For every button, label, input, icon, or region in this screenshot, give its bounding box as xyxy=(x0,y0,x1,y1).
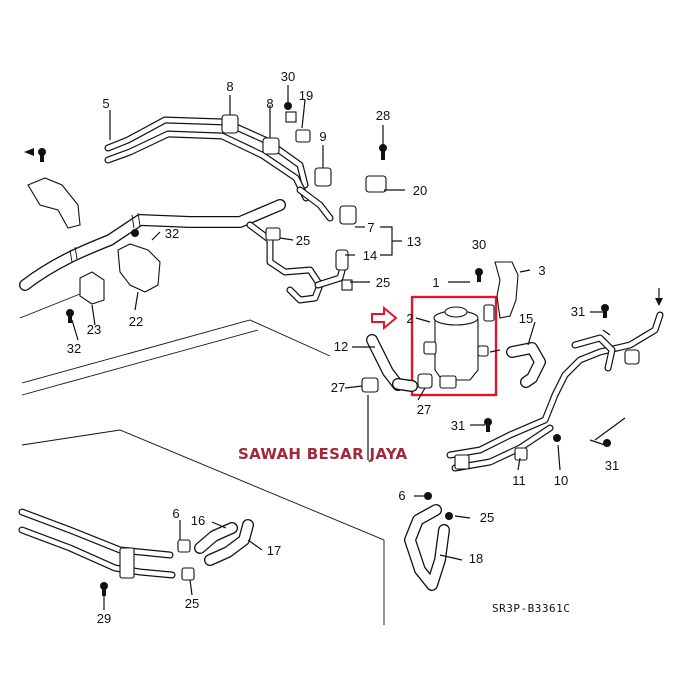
callout-32-mid: 32 xyxy=(165,226,179,241)
callout-3: 3 xyxy=(538,263,545,278)
body-panel-outline xyxy=(19,289,385,625)
callout-1: 1 xyxy=(432,275,439,290)
reservoir-highlight-box xyxy=(410,295,498,397)
callout-19: 19 xyxy=(299,88,313,103)
callout-25-right: 25 xyxy=(480,510,494,525)
callout-25-mid: 25 xyxy=(296,233,310,248)
callout-11: 11 xyxy=(512,473,526,488)
callout-32-left: 32 xyxy=(67,341,81,356)
callout-31-right: 31 xyxy=(571,304,585,319)
callout-7: 7 xyxy=(367,220,374,235)
highlight-arrow-icon xyxy=(371,305,398,331)
callout-27-right: 27 xyxy=(417,402,431,417)
bolts xyxy=(38,102,611,596)
callout-6-lower: 6 xyxy=(172,506,179,521)
leader-arrowheads xyxy=(24,148,663,306)
lower-left-pipes xyxy=(18,508,195,581)
callout-9: 9 xyxy=(319,129,326,144)
callout-13: 13 xyxy=(407,234,421,249)
callout-8-left: 8 xyxy=(226,79,233,94)
callout-22: 22 xyxy=(129,314,143,329)
long-return-hose xyxy=(19,199,286,291)
callout-20: 20 xyxy=(413,183,427,198)
hose-15 xyxy=(506,342,546,388)
callout-labels: 1 2 3 5 6 6 7 8 8 9 10 11 12 13 14 15 16… xyxy=(67,69,619,626)
callout-8-right: 8 xyxy=(266,96,273,111)
callout-10: 10 xyxy=(554,473,568,488)
callout-5: 5 xyxy=(102,96,109,111)
callout-23: 23 xyxy=(87,322,101,337)
callout-29: 29 xyxy=(97,611,111,626)
callout-18: 18 xyxy=(469,551,483,566)
callout-6-right: 6 xyxy=(398,488,405,503)
callout-30-right: 30 xyxy=(472,237,486,252)
left-bracket-parts xyxy=(27,177,161,305)
callout-25-center: 25 xyxy=(376,275,390,290)
suction-hose-12 xyxy=(366,334,418,392)
callout-16: 16 xyxy=(191,513,205,528)
callout-27-left: 27 xyxy=(331,380,345,395)
reservoir-bracket xyxy=(494,261,519,319)
clamp-parts-top xyxy=(221,111,387,291)
callout-25-lower: 25 xyxy=(185,596,199,611)
callout-28: 28 xyxy=(376,108,390,123)
callout-15: 15 xyxy=(519,311,533,326)
callout-2: 2 xyxy=(406,311,413,326)
clip-parts-27 xyxy=(361,373,433,393)
reservoir-tank xyxy=(423,304,495,389)
callout-31-far-right: 31 xyxy=(605,458,619,473)
callout-31-center: 31 xyxy=(451,418,465,433)
watermark-text: SAWAH BESAR JAYA xyxy=(238,445,408,463)
leader-lines xyxy=(71,85,660,610)
diagram-code: SR3P-B3361C xyxy=(492,602,570,615)
hose-18 xyxy=(404,504,450,591)
callout-17: 17 xyxy=(267,543,281,558)
callout-14: 14 xyxy=(363,248,377,263)
hose-16-17 xyxy=(194,519,254,566)
callout-30-top: 30 xyxy=(281,69,295,84)
right-pressure-pipes xyxy=(446,311,664,472)
callout-12: 12 xyxy=(334,339,348,354)
